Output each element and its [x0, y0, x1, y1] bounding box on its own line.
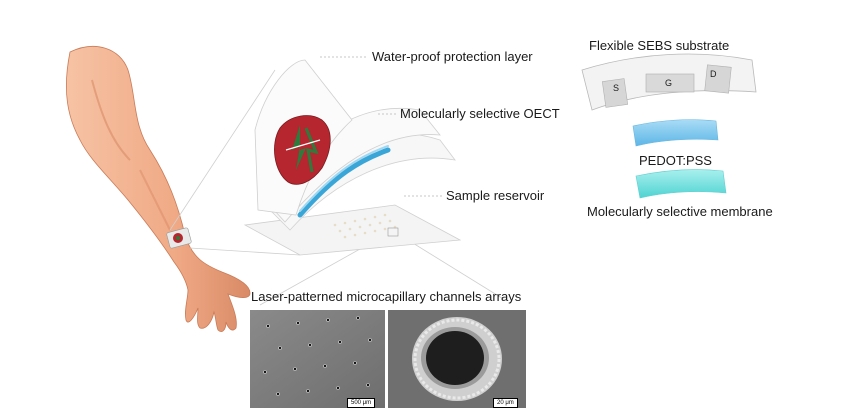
arm-illustration — [65, 46, 251, 332]
pedot-layer — [632, 119, 719, 147]
electrode-drain-label: D — [710, 69, 717, 79]
membrane-layer — [635, 169, 727, 199]
scale-bar-left: 500 μm — [347, 398, 376, 408]
sem-image-left — [250, 310, 385, 408]
label-pedot: PEDOT:PSS — [639, 153, 712, 168]
label-sample-reservoir: Sample reservoir — [446, 188, 545, 203]
electrode-gate-label: G — [665, 78, 673, 88]
label-oect: Molecularly selective OECT — [400, 106, 560, 121]
device-stack — [243, 59, 462, 256]
label-waterproof-layer: Water-proof protection layer — [372, 49, 533, 64]
logo-emblem — [274, 115, 331, 185]
label-microcapillary-arrays: Laser-patterned microcapillary channels … — [251, 289, 522, 304]
label-substrate: Flexible SEBS substrate — [589, 38, 730, 53]
scale-bar-right: 20 μm — [493, 398, 518, 408]
electrode-source-label: S — [613, 83, 620, 93]
substrate-layer — [581, 53, 757, 111]
sem-image-right — [388, 310, 526, 408]
label-leaders — [320, 56, 442, 197]
label-membrane: Molecularly selective membrane — [587, 204, 773, 219]
